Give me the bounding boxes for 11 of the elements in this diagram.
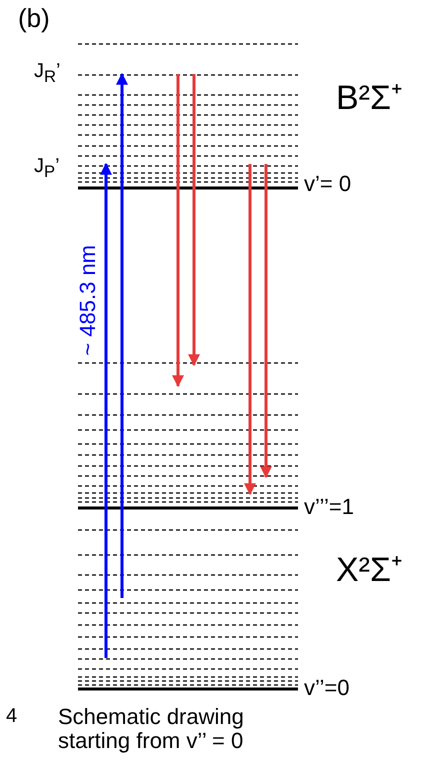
figure-number: 4 [6, 705, 18, 727]
level-label: J$_{P}$’ [34, 155, 60, 182]
level-label: v’= 0 [304, 172, 352, 196]
state-label: X²Σ⁺ [336, 552, 402, 590]
level-label: J$_{R}$’ [34, 60, 60, 86]
level-label: v’’’=1 [304, 495, 354, 520]
state-label: B²Σ⁺ [336, 80, 402, 118]
wavelength-label: ~ 485.3 nm [76, 245, 100, 356]
panel-label: (b) [18, 4, 50, 33]
level-label: v’’=0 [304, 676, 350, 700]
caption-text: Schematic drawing starting from v’’ = 0 [58, 705, 245, 754]
